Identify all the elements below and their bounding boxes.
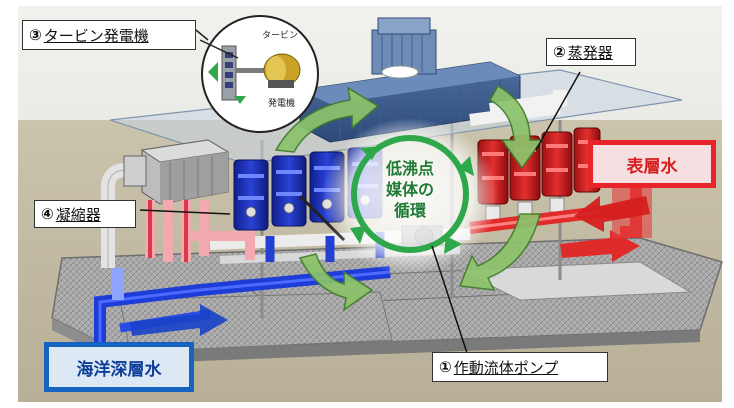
callout-number: ④: [41, 205, 54, 223]
callout-number: ③: [29, 26, 42, 44]
turbine-generator-callout: ③ タービン発電機: [22, 20, 196, 50]
callout-label: 蒸発器: [567, 43, 613, 62]
surface-water-label: 表層水: [588, 140, 716, 188]
condenser-callout: ④ 凝縮器: [34, 200, 136, 228]
cycle-line-2: 媒体の: [385, 180, 434, 199]
inset-turbine-label: タービン: [262, 31, 299, 41]
working-medium-cycle-label: 低沸点 媒体の 循環: [370, 158, 450, 221]
deep-sea-water-label: 海洋深層水: [44, 342, 194, 392]
cycle-line-3: 循環: [393, 201, 426, 220]
callout-number: ②: [553, 43, 566, 61]
callout-number: ①: [439, 358, 452, 376]
working-fluid-pump-callout: ① 作動流体ポンプ: [432, 352, 608, 382]
evaporator-callout: ② 蒸発器: [546, 38, 636, 66]
callout-label: 作動流体ポンプ: [453, 358, 559, 377]
inset-generator-label: 発電機: [268, 99, 296, 109]
callout-label: タービン発電機: [43, 26, 149, 45]
cycle-line-1: 低沸点: [385, 159, 434, 178]
callout-label: 凝縮器: [55, 205, 101, 224]
